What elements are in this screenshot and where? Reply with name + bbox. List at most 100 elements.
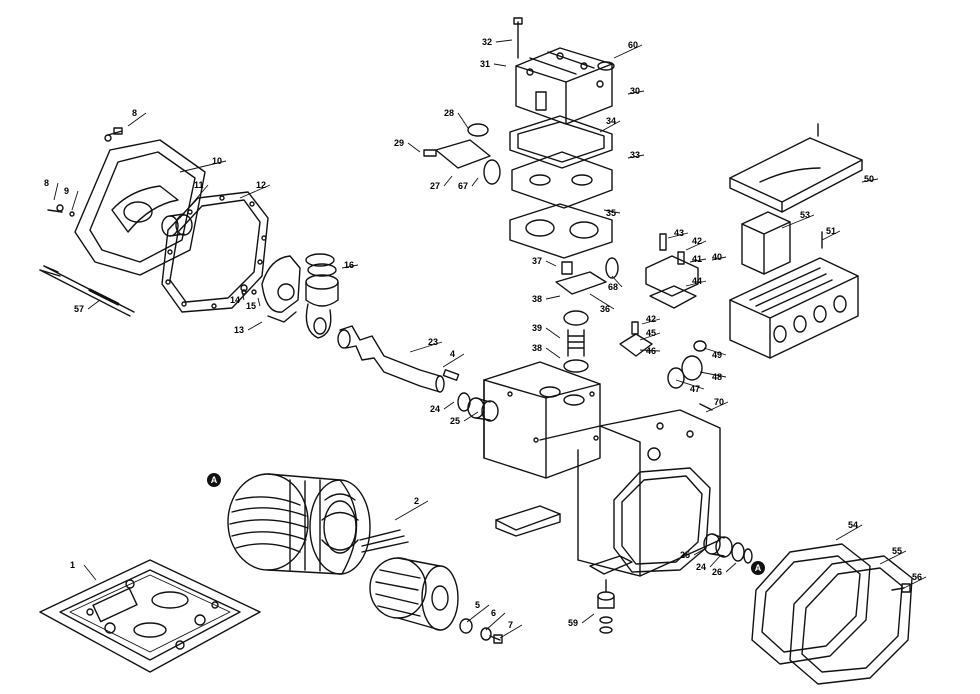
marker-label: A: [211, 475, 218, 485]
callout-label: 9: [64, 186, 69, 196]
piston: [305, 253, 339, 339]
callout-label: 5: [475, 600, 480, 610]
callout-label: 32: [482, 37, 492, 47]
callout-label: 67: [458, 181, 468, 191]
callout-label: 68: [608, 282, 618, 292]
leader-line: [879, 550, 907, 565]
leader-line: [83, 564, 97, 581]
callout-c53: 53: [781, 210, 815, 229]
callout-c28: 28: [444, 108, 469, 129]
callout-c9: 9: [64, 186, 79, 211]
marker-layer: AA: [207, 473, 765, 575]
callout-c42b: 42: [641, 314, 661, 325]
callout-label: 54: [848, 520, 858, 530]
leader-line: [407, 142, 421, 153]
callout-label: 40: [712, 252, 722, 262]
leader-line: [341, 264, 359, 269]
leader-line: [861, 178, 879, 183]
callout-c55: 55: [879, 546, 907, 565]
callout-c30: 30: [627, 86, 645, 96]
callout-label: 50: [864, 174, 874, 184]
callout-label: 35: [606, 208, 616, 218]
callout-c68: 68: [608, 275, 623, 292]
leader-line: [257, 297, 261, 307]
leader-line: [699, 371, 727, 378]
vibration-mount: [597, 579, 615, 634]
callout-c37: 37: [532, 256, 557, 267]
leader-line: [903, 576, 927, 589]
callout-label: 59: [568, 618, 578, 628]
callout-c32: 32: [482, 37, 513, 47]
callout-c1: 1: [70, 560, 97, 581]
callout-c34: 34: [599, 116, 621, 133]
callout-c15: 15: [246, 297, 261, 311]
leader-line: [781, 214, 815, 229]
callout-label: 25: [680, 550, 690, 560]
callout-c24b: 24: [696, 555, 721, 572]
callout-c47: 47: [675, 379, 705, 394]
leader-line: [627, 154, 645, 159]
callout-label: 47: [690, 384, 700, 394]
terminal-plate: [645, 233, 699, 309]
callout-label: 60: [628, 40, 638, 50]
callout-c10: 10: [179, 156, 227, 173]
leader-line: [247, 321, 263, 331]
callout-label: 38: [532, 343, 542, 353]
callout-label: 33: [630, 150, 640, 160]
callout-c39: 39: [532, 323, 561, 339]
callout-label: 25: [450, 416, 460, 426]
callout-c45: 45: [639, 328, 661, 341]
callout-c8b: 8: [44, 178, 59, 201]
oil-regulator: [555, 257, 619, 373]
callout-label: 28: [444, 108, 454, 118]
leader-line: [711, 256, 727, 261]
callout-label: 6: [491, 608, 496, 618]
leader-line: [457, 112, 469, 129]
oil-pump: [240, 255, 301, 323]
callout-label: 4: [450, 349, 455, 359]
bearing-left: [457, 392, 499, 422]
leader-line: [705, 401, 729, 413]
sight-glass: [619, 321, 713, 411]
callout-c26: 26: [712, 562, 737, 577]
marker-label: A: [755, 563, 762, 573]
callout-label: 39: [532, 323, 542, 333]
leader-line: [443, 175, 453, 187]
leader-line: [685, 280, 707, 287]
callout-label: 51: [826, 226, 836, 236]
callout-label: 29: [394, 138, 404, 148]
leader-line: [493, 63, 507, 67]
callout-c54: 54: [835, 520, 863, 541]
leader-line: [499, 624, 523, 639]
callout-label: 70: [714, 397, 724, 407]
callout-c6: 6: [485, 608, 506, 631]
leader-line: [821, 230, 841, 241]
callout-label: 2: [414, 496, 419, 506]
leader-line: [685, 240, 707, 251]
callout-label: 37: [532, 256, 542, 266]
bearing-right: [703, 533, 753, 564]
rotor: [369, 557, 503, 644]
callout-label: 27: [430, 181, 440, 191]
leader-line: [466, 604, 490, 623]
callout-c7: 7: [499, 620, 523, 639]
end-cover: [47, 127, 206, 276]
crankshaft: [337, 325, 460, 393]
callout-label: 44: [692, 276, 702, 286]
callout-c49: 49: [703, 347, 727, 360]
leader-line: [53, 182, 59, 201]
leader-line: [581, 613, 595, 624]
leader-line: [613, 44, 643, 59]
bushing: [161, 213, 193, 237]
leader-line: [835, 524, 863, 541]
stator: [227, 473, 409, 575]
callout-c50: 50: [861, 174, 879, 184]
leader-line: [495, 39, 513, 43]
callout-c56: 56: [903, 572, 927, 589]
parts-drawing: [39, 17, 913, 685]
leader-line: [241, 290, 245, 301]
callout-c16: 16: [341, 260, 359, 270]
callout-c23: 23: [409, 337, 443, 353]
